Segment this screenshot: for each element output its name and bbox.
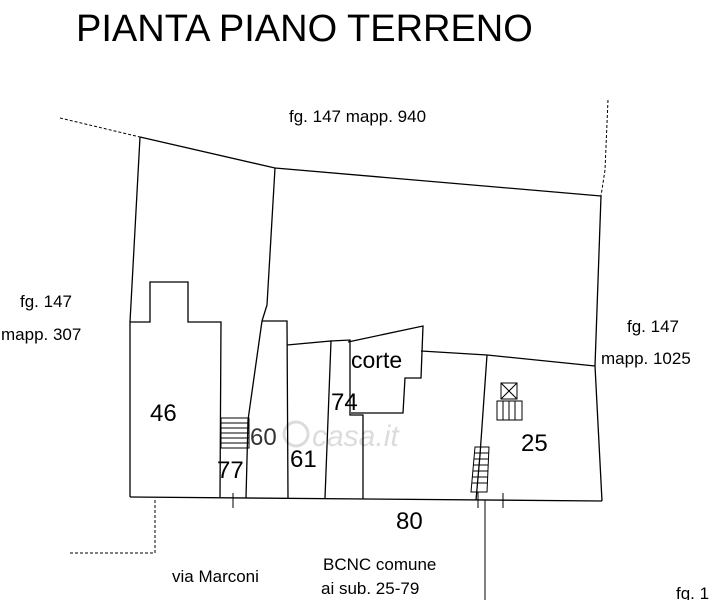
bcnc-label-1: BCNC comune	[323, 555, 436, 574]
unit-46-label: 46	[150, 400, 177, 427]
watermark-text: casa.it	[312, 420, 400, 453]
unit-25-top-wall	[420, 350, 596, 367]
unit-60-label: 60	[250, 424, 277, 451]
boundary-dashed-bottom-left	[68, 500, 156, 554]
stair-right	[470, 446, 490, 493]
corte-outline	[347, 325, 424, 414]
parcel-right-label-1: fg. 147	[627, 317, 679, 336]
stair-left	[220, 417, 250, 449]
corte-label: corte	[351, 347, 402, 373]
boundary-dashed-top-right	[600, 99, 609, 197]
unit-77-wall	[245, 320, 263, 499]
unit-61-label: 61	[290, 446, 317, 473]
unit-25-left-wall	[475, 354, 488, 501]
unit-74-label: 74	[331, 389, 358, 416]
unit-80-label: 80	[396, 508, 423, 535]
unit-25-label: 25	[521, 430, 548, 457]
parcel-left-label-1: fg. 147	[20, 292, 72, 311]
boundary-dashed-top-left	[59, 117, 141, 138]
corner-fragment-label: fg. 1	[676, 584, 709, 600]
street-label: via Marconi	[172, 567, 259, 586]
unit-74-outline	[330, 339, 364, 499]
bcnc-label-2: ai sub. 25-79	[321, 579, 419, 598]
unit-77-label: 77	[217, 457, 244, 484]
unit-60-outline	[262, 320, 289, 499]
unit-46-outline	[130, 281, 222, 498]
parcel-top-label: fg. 147 mapp. 940	[289, 107, 426, 126]
parcel-left-label-2: mapp. 307	[1, 325, 81, 344]
parcel-right-label-2: mapp. 1025	[601, 349, 691, 368]
lift-symbol	[496, 382, 523, 421]
plan-title: PIANTA PIANO TERRENO	[76, 8, 533, 50]
entry-ticks	[232, 492, 504, 508]
